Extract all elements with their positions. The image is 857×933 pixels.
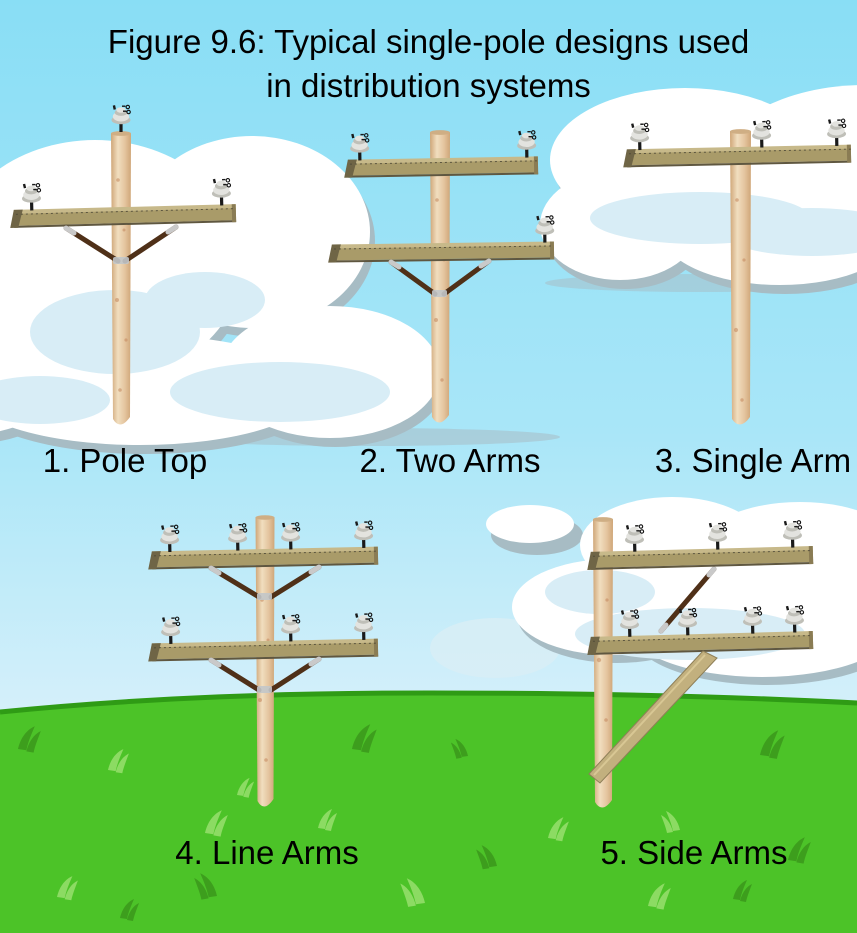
between-arms-brace <box>658 566 717 634</box>
design-label-line-arms: 4. Line Arms <box>175 834 359 871</box>
figure-title: Figure 9.6: Typical single-pole designs … <box>0 20 857 108</box>
crossarm-braces <box>388 258 492 297</box>
crossarm <box>10 177 237 229</box>
crossarm-upper <box>587 519 814 570</box>
crossarm <box>623 118 852 168</box>
pole-trunk <box>593 517 613 808</box>
pole-trunk <box>430 130 450 423</box>
crossarm-lower-braces <box>208 656 322 693</box>
line-arms-figure <box>148 515 379 807</box>
crossarm-lower <box>328 215 555 263</box>
design-label-single-arm: 3. Single Arm <box>654 442 852 479</box>
crossarm-upper-braces <box>208 564 322 600</box>
grass-hill <box>0 690 857 933</box>
cloud-top-right <box>540 85 857 294</box>
figure-title-line2: in distribution systems <box>266 67 591 104</box>
crossarm-lower <box>587 604 814 655</box>
pole-top-figure <box>10 104 237 425</box>
design-label-pole-top: 1. Pole Top <box>42 442 208 479</box>
side-arms-figure <box>587 517 814 808</box>
single-arm-figure <box>623 118 852 425</box>
crossarm-upper <box>344 129 539 178</box>
crossarm-braces <box>63 224 179 264</box>
pole-trunk <box>255 515 275 807</box>
cloud-left-large <box>0 136 560 454</box>
two-arms-figure <box>328 129 555 423</box>
side-wood-brace <box>588 650 718 784</box>
figure-title-line1: Figure 9.6: Typical single-pole designs … <box>107 23 750 60</box>
pole-trunk <box>730 129 751 425</box>
crossarm-lower <box>148 612 379 662</box>
pole-trunk <box>111 131 131 425</box>
design-label-side-arms: 5. Side Arms <box>600 834 788 871</box>
design-label-two-arms: 2. Two Arms <box>359 442 541 479</box>
